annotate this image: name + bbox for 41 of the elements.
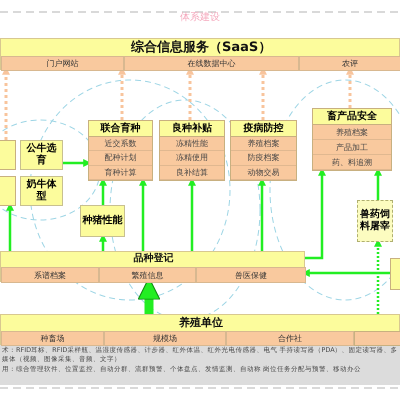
list-item: 育种计算 <box>89 166 152 180</box>
list-item: 动物交易 <box>231 166 296 180</box>
text-box: 种猪性能 <box>80 205 125 237</box>
list-item: 良补结算 <box>160 166 224 180</box>
text-box: 公牛选育 <box>20 140 63 170</box>
band-box <box>0 251 305 282</box>
text-box: 兽药饲料屠宰 <box>357 200 393 242</box>
table-cell: 规模场 <box>104 331 226 346</box>
list-item: 养殖档案 <box>231 137 296 152</box>
section-title: 体系建设 <box>179 12 221 24</box>
box <box>354 331 400 346</box>
list-item: 配种计划 <box>89 151 152 166</box>
module-box <box>159 120 225 181</box>
list-item: 冻精使用 <box>160 151 224 166</box>
table-cell: 兽医保健 <box>196 267 306 283</box>
box-heading: 疫病防控 <box>231 121 296 137</box>
list-item: 近交系数 <box>89 137 152 152</box>
band-heading: 养殖单位 <box>179 316 223 329</box>
list-item: 产品加工 <box>313 140 391 155</box>
table-cell: 繁殖信息 <box>99 267 196 283</box>
text-box: 奶牛体型 <box>20 176 63 206</box>
list-item: 养殖档案 <box>313 125 391 140</box>
table-cell: 农评 <box>299 56 400 71</box>
list-item: 冻精性能 <box>160 137 224 152</box>
module-box <box>88 120 153 181</box>
band-box <box>0 314 400 345</box>
table-cell: 门户网站 <box>1 56 124 71</box>
list-item: 药、料追溯 <box>313 155 391 170</box>
list-item: 防疫档案 <box>231 151 296 166</box>
module-box <box>230 120 297 181</box>
box-heading: 良种补贴 <box>160 121 224 137</box>
table-cell: 合作社 <box>226 331 354 346</box>
box-heading: 畜产品安全 <box>313 109 391 125</box>
table-cell: 种畜场 <box>1 331 104 346</box>
table-cell: 系谱档案 <box>1 267 99 283</box>
module-box <box>312 108 392 171</box>
band-box <box>0 38 400 70</box>
band-heading: 品种登记 <box>134 253 174 265</box>
box-heading: 联合育种 <box>89 121 152 137</box>
table-cell: 在线数据中心 <box>124 56 299 71</box>
band-heading: 综合信息服务（SaaS） <box>131 40 272 55</box>
